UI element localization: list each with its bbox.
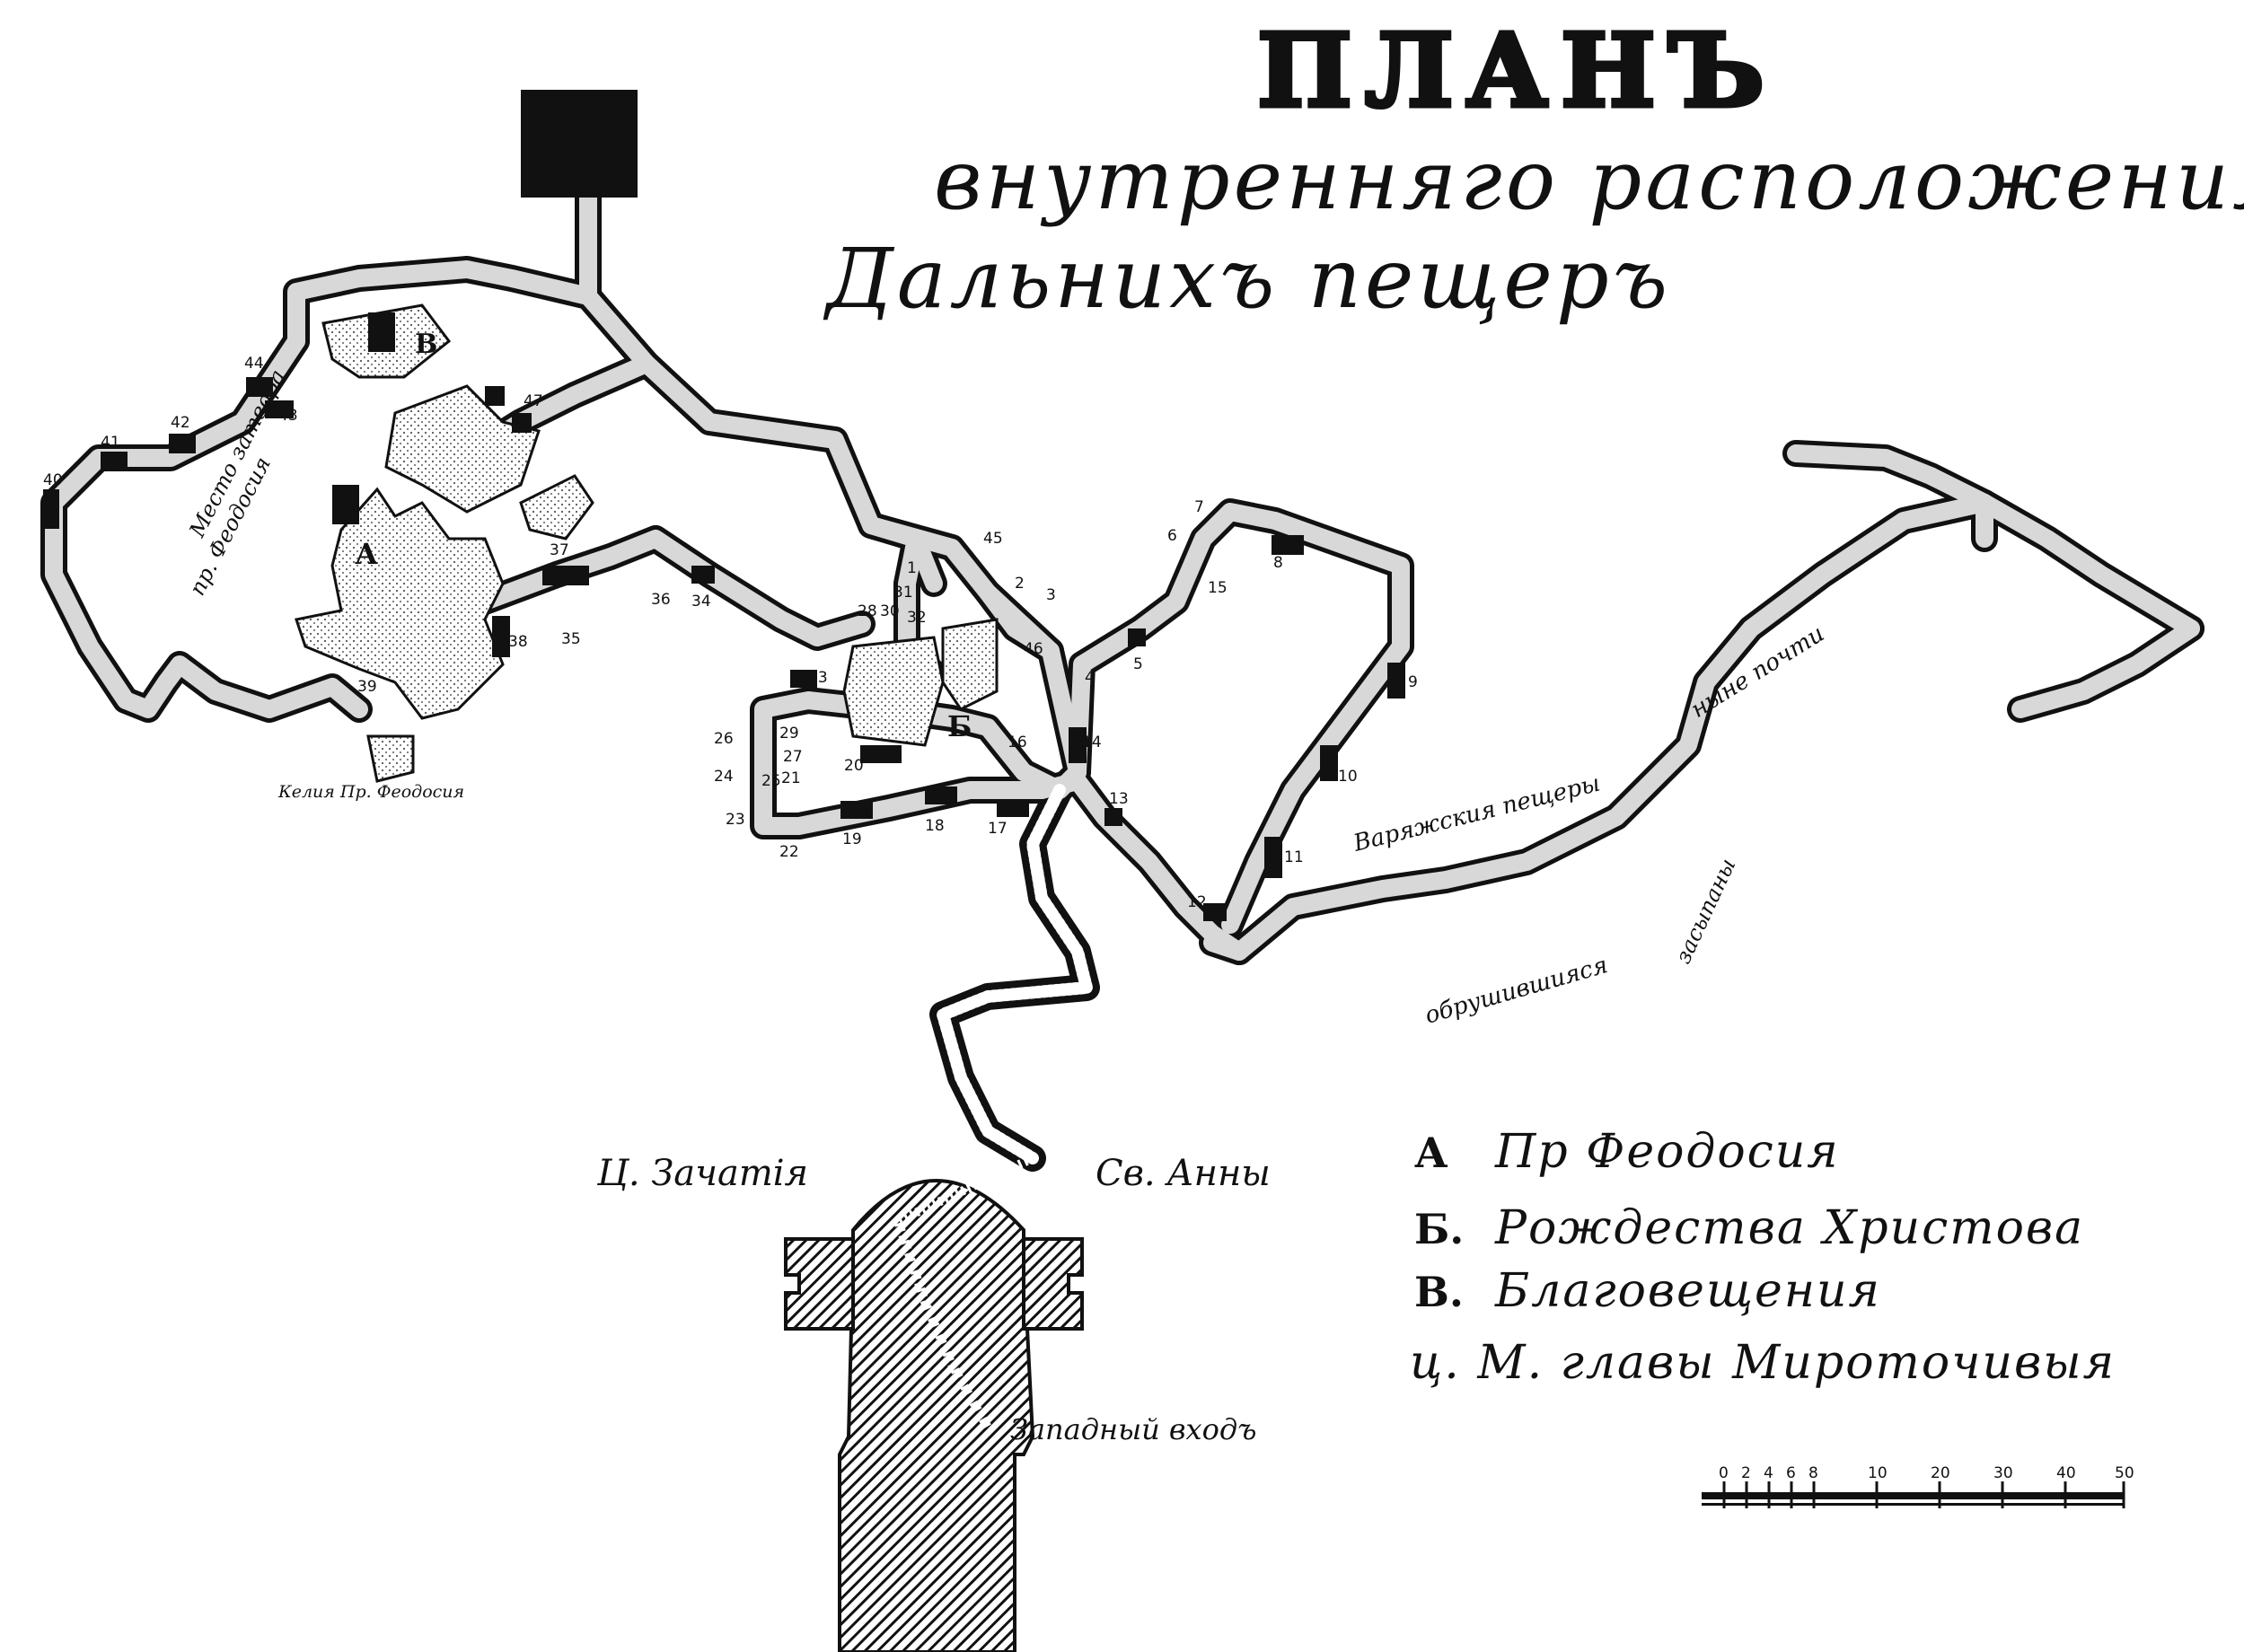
niche-number: 45 [983, 530, 1003, 548]
niche-number: 30 [880, 602, 900, 620]
legend-text: Благовещения [1494, 1264, 1881, 1318]
legend: А Пр Феодосия Б. Рождества Христова В. Б… [1410, 1125, 2116, 1390]
niche-number: 33 [808, 669, 828, 687]
niche-number: 3 [1046, 586, 1056, 604]
title-line-2: внутренняго расположения [934, 132, 2244, 228]
scale-tick-label: 20 [1931, 1464, 1950, 1482]
label-chamber-v: В [415, 329, 437, 360]
scale-tick-label: 2 [1741, 1464, 1751, 1482]
niche-number: 12 [1187, 893, 1207, 911]
legend-letter: В. [1414, 1268, 1464, 1316]
niche-number: 4 [1085, 669, 1095, 687]
niche-number: 18 [925, 817, 945, 835]
niche-number: 44 [244, 355, 264, 373]
niche-number: 20 [844, 757, 864, 775]
legend-text: Рождества Христова [1494, 1201, 2084, 1255]
niche-number: 42 [171, 414, 190, 432]
scale-tick-label: 8 [1808, 1464, 1818, 1482]
niche-number: 9 [1408, 673, 1418, 691]
label-church-right: Св. Анны [1096, 1153, 1271, 1194]
title-block: ПЛАНЪ внутренняго расположения Дальнихъ … [823, 11, 2244, 328]
niche-number: 46 [1024, 640, 1043, 658]
niche-number: 41 [101, 434, 120, 452]
label-west-entrance: Западный входъ [1010, 1412, 1256, 1446]
niche-number: 15 [1208, 579, 1228, 597]
niche-number: 29 [779, 725, 799, 743]
scale-tick-label: 40 [2056, 1464, 2076, 1482]
niche-number: 22 [779, 843, 799, 861]
niche-number: 10 [1338, 768, 1358, 786]
niche-number: 32 [907, 609, 927, 627]
niche-numbers: 1 2 3 4 5 6 7 8 9 10 11 12 13 14 15 16 1… [43, 355, 1418, 911]
niche-number: 21 [781, 769, 801, 787]
church-stair [892, 1154, 1035, 1430]
legend-letter: А [1414, 1129, 1448, 1177]
label-zasypany: засыпаны [1670, 855, 1740, 968]
niche-number: 39 [357, 678, 377, 696]
niche-number: 23 [726, 811, 745, 829]
niche-number: 17 [988, 820, 1008, 838]
label-kelya: Келия Пр. Феодосия [277, 782, 464, 802]
title-line-3: Дальнихъ пещеръ [823, 231, 1671, 327]
niche-number: 38 [508, 633, 528, 651]
label-obrushivshiesya: обрушившияся [1422, 952, 1611, 1030]
niche-number: 7 [1194, 498, 1204, 516]
label-chamber-a: А [355, 537, 378, 571]
label-church-left: Ц. Зачатія [596, 1153, 808, 1194]
niche-number: 28 [858, 602, 877, 620]
niche-number: 11 [1284, 848, 1304, 866]
niche-number: 2 [1015, 575, 1025, 593]
niche-number: 19 [842, 830, 862, 848]
legend-text: Пр Феодосия [1494, 1125, 1840, 1179]
niche-number: 16 [1008, 734, 1027, 751]
scale-bar: 0 2 4 6 8 10 20 30 40 50 [1702, 1464, 2134, 1508]
label-chamber-b: Б [947, 709, 972, 743]
title-main: ПЛАНЪ [1257, 13, 1777, 130]
chambers [295, 303, 999, 783]
niche-number: 40 [43, 471, 63, 489]
niche-number: 47 [524, 392, 543, 410]
church-plan [784, 1179, 1084, 1652]
niche-number: 25 [761, 772, 781, 790]
niche-number: 31 [893, 584, 913, 602]
scale-tick-label: 6 [1786, 1464, 1796, 1482]
niche-number: 26 [714, 730, 734, 748]
niche-number: 37 [550, 541, 569, 559]
niche-number: 27 [783, 748, 803, 766]
niche-number: 1 [907, 559, 917, 577]
solid-features [43, 90, 1405, 921]
north-tower [521, 90, 638, 198]
niche-number: 13 [1109, 790, 1129, 808]
niche-number: 35 [561, 630, 581, 648]
scale-tick-label: 4 [1764, 1464, 1773, 1482]
niche-number: 24 [714, 768, 734, 786]
scale-tick-label: 50 [2115, 1464, 2134, 1482]
scale-tick-label: 0 [1719, 1464, 1729, 1482]
legend-letter: Б. [1414, 1205, 1464, 1253]
niche-number: 34 [691, 593, 711, 611]
legend-text: ц. М. главы Мироточивыя [1410, 1336, 2116, 1390]
scale-tick-label: 10 [1868, 1464, 1888, 1482]
niche-number: 43 [278, 407, 298, 425]
niche-number: 8 [1273, 554, 1283, 572]
niche-number: 6 [1167, 527, 1177, 545]
niche-number: 14 [1082, 734, 1102, 751]
scale-tick-label: 30 [1993, 1464, 2013, 1482]
niche-number: 5 [1133, 655, 1143, 673]
niche-number: 36 [651, 591, 671, 609]
